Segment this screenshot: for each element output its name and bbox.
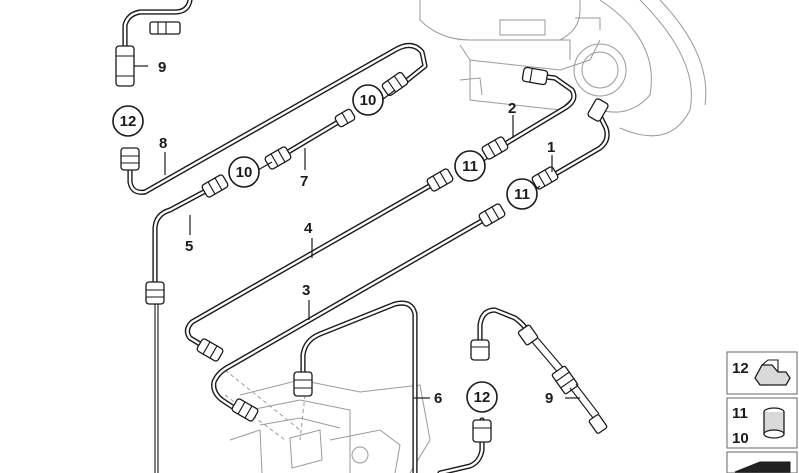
callout-9-bottom: 9 — [545, 390, 553, 407]
brake-line-2 — [481, 66, 577, 160]
brake-line-4 — [184, 168, 454, 362]
callout-1: 1 — [547, 139, 555, 156]
brake-line-8 — [120, 42, 428, 195]
master-cylinder-booster — [419, 0, 707, 137]
brake-line-5 — [145, 174, 229, 473]
circled-callouts: 12 10 10 11 11 12 — [112, 84, 538, 413]
brake-hose-bottom — [517, 324, 608, 434]
brake-line-6 — [293, 300, 418, 473]
legend-label-10: 10 — [732, 430, 749, 447]
legend-label-12: 12 — [732, 360, 749, 377]
nut-icon — [763, 407, 785, 439]
brake-hose-top — [115, 0, 193, 87]
callout-10-b: 10 — [236, 164, 253, 181]
callout-12-b: 12 — [474, 389, 491, 406]
callout-9-top: 9 — [158, 59, 166, 76]
legend-label-11: 11 — [732, 405, 748, 422]
callout-4: 4 — [304, 220, 313, 237]
callout-3: 3 — [302, 282, 310, 299]
callout-8: 8 — [159, 135, 167, 152]
callout-10-a: 10 — [360, 92, 377, 109]
callout-2: 2 — [508, 100, 516, 117]
callout-7: 7 — [300, 173, 308, 190]
callout-11-b: 11 — [514, 186, 530, 203]
clip-icon — [754, 359, 791, 386]
callout-labels: 9 8 7 5 4 3 6 2 1 9 — [158, 59, 555, 407]
callout-11-a: 11 — [462, 158, 478, 175]
callout-5: 5 — [185, 238, 193, 255]
brake-line-3 — [211, 203, 506, 422]
brake-line-1 — [531, 98, 610, 190]
callout-6: 6 — [434, 390, 442, 407]
pipe-end-icon — [734, 461, 791, 473]
abs-unit — [224, 369, 431, 473]
callout-12-a: 12 — [120, 113, 137, 130]
parts-legend: 12 11 10 — [726, 351, 798, 473]
